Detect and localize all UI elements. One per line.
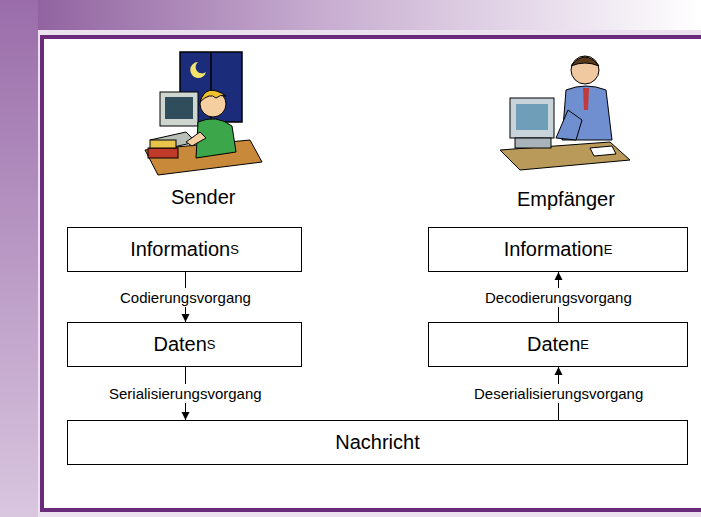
- box-text: Daten: [527, 333, 580, 356]
- subscript-text: E: [604, 242, 613, 257]
- empfaenger-clipart: [500, 56, 630, 170]
- process-box: Nachricht: [67, 420, 688, 465]
- role-label: Empfänger: [517, 188, 615, 211]
- box-text: Information: [130, 238, 230, 261]
- subscript-text: S: [230, 242, 239, 257]
- edge-label: Decodierungsvorgang: [482, 288, 635, 307]
- edge-label: Serialisierungsvorgang: [106, 384, 265, 403]
- role-label: Sender: [171, 186, 236, 209]
- box-text: Nachricht: [335, 431, 419, 454]
- edge-label: Codierungsvorgang: [117, 288, 254, 307]
- box-text: Information: [504, 238, 604, 261]
- subscript-text: S: [207, 337, 216, 352]
- subscript-text: E: [580, 337, 589, 352]
- process-box: DatenE: [428, 322, 688, 367]
- edge-label: Deserialisierungsvorgang: [471, 384, 646, 403]
- process-box: InformationS: [67, 227, 302, 272]
- process-box: DatenS: [67, 322, 302, 367]
- process-box: InformationE: [428, 227, 688, 272]
- box-text: Daten: [153, 333, 206, 356]
- sender-clipart: [145, 52, 262, 175]
